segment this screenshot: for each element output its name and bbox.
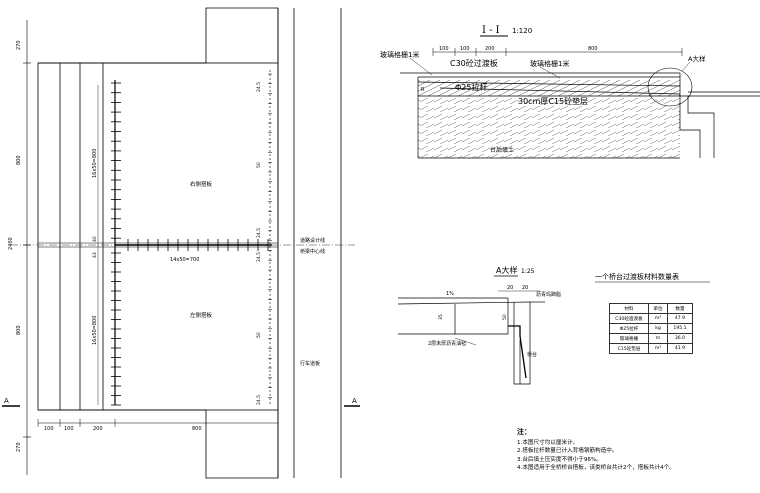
- dim-right-1: 24.5: [256, 82, 262, 92]
- right-edge-ticks: [268, 73, 272, 398]
- sec-dim-4: 800: [588, 46, 598, 52]
- cell-material: Φ25拉杆: [609, 323, 649, 334]
- dim-left-upper: 800: [16, 155, 22, 165]
- dim-40: 40: [92, 236, 98, 242]
- dim-left-lower: 800: [16, 325, 22, 335]
- label-detail-a: A大样: [688, 54, 706, 63]
- cushion-hatch: [418, 80, 680, 96]
- cell-unit: m³: [648, 313, 668, 324]
- dim-14x50: 14x50=700: [170, 257, 199, 263]
- cell-material: C30砼過渡板: [609, 313, 649, 324]
- header-quantity: 数量: [667, 303, 693, 314]
- dim-right-2: 50: [256, 162, 262, 168]
- table-row: C30砼過渡板 m³ 47.9: [609, 313, 693, 324]
- cell-quantity: 47.9: [667, 313, 693, 324]
- section-top-dimension: [432, 48, 683, 56]
- sec-dim-3: 200: [485, 46, 495, 52]
- label-asphalt-felt: 2层未厚沥青油毡: [428, 340, 466, 347]
- note-item: 3.台后填土压实度不得小于96%。: [517, 456, 602, 463]
- dim-bottom-4: 800: [192, 426, 202, 432]
- dim-right-5: 50: [256, 332, 262, 338]
- section-scale: 1:120: [512, 27, 532, 35]
- left-dimension: [23, 20, 31, 475]
- detail-scale: 1:25: [521, 268, 535, 275]
- detail-a-circle: [647, 67, 693, 107]
- label-c30: C30砼过渡板: [450, 58, 498, 68]
- materials-table: 材料 单位 数量 C30砼過渡板 m³ 47.9 Φ25拉杆 kg 195.1 …: [609, 303, 693, 354]
- dim-right-4: 24.5: [256, 252, 262, 262]
- label-backfill: 台后填土: [490, 146, 514, 154]
- dim-16x50-lower: 16x50=800: [92, 316, 98, 345]
- label-glass-grid-left: 玻璃格栅1米: [380, 50, 419, 59]
- dim-bottom-1: 100: [44, 426, 54, 432]
- cell-quantity: 195.1: [667, 323, 693, 334]
- dim-left-top: 270: [16, 40, 22, 50]
- dim-43: 43: [92, 252, 98, 258]
- detail-outline: [397, 297, 545, 385]
- dim-bottom-3: 200: [93, 426, 103, 432]
- header-unit: 单位: [648, 303, 668, 314]
- note-item: 2.搭板拉杆数量已计入背墙钢筋构造中。: [517, 448, 618, 455]
- lane-label: 行车道板: [300, 360, 320, 367]
- dim-bottom-2: 100: [64, 426, 74, 432]
- bridge-center-line: 桥梁中心线: [300, 248, 325, 255]
- cell-unit: kg: [648, 323, 668, 334]
- section-view: I - I 1:120 100 100 200 800: [380, 25, 760, 159]
- label-asphalt-seal: 沥青玛蹄脂: [536, 291, 561, 298]
- detail-dim-1: 20: [507, 285, 513, 291]
- road-design-line: 道路设计线: [300, 237, 325, 244]
- label-r: R: [421, 87, 425, 93]
- table-row: 玻璃格栅 m 36.0: [609, 333, 693, 344]
- materials-title: 一个桥台过渡板材料数量表: [595, 272, 679, 281]
- header-material: 材料: [609, 303, 649, 314]
- dim-16x50-upper: 16x50=800: [92, 149, 98, 178]
- bottom-dimension: [37, 419, 279, 427]
- road-lines: [277, 8, 342, 478]
- section-mark-left: A: [2, 397, 20, 407]
- dim-left-total: 2400: [8, 237, 14, 250]
- label-glass-grid-right: 玻璃格栅1米: [530, 59, 569, 68]
- detail-slope: 1%: [446, 291, 454, 297]
- label-right-slab: 右侧搭板: [190, 180, 213, 188]
- detail-dim-2: 20: [522, 285, 528, 291]
- vertical-rebar-ticks: [111, 80, 121, 406]
- cell-material: C15砼垫层: [609, 343, 649, 354]
- label-rebar: Φ25拉杆: [455, 82, 487, 92]
- table-header-row: 材料 单位 数量: [609, 303, 693, 314]
- note-item: 4.本图适用于全桥桥台搭板，该类桥台共计2个，搭板共计4个。: [517, 465, 675, 472]
- detail-rebar: [508, 325, 527, 379]
- backfill-hatch: [418, 96, 680, 158]
- table-row: Φ25拉杆 kg 195.1: [609, 323, 693, 334]
- svg-text:A: A: [4, 397, 9, 405]
- dim-right-6: 24.5: [256, 395, 262, 405]
- cell-unit: m³: [648, 343, 668, 354]
- dim-right-3: 24.5: [256, 228, 262, 238]
- sec-dim-2: 100: [460, 46, 470, 52]
- section-mark-right: A: [344, 397, 360, 407]
- label-abutment: 桥台: [527, 351, 537, 358]
- cell-unit: m: [648, 333, 668, 344]
- detail-view: A大样 1:25 20 20 35 50 1% 沥青玛蹄脂 2层未厚沥青油毡 桥…: [397, 265, 561, 385]
- section-title: I - I: [482, 25, 500, 36]
- notes-block: 注： 1.本图尺寸均以厘米计。 2.搭板拉杆数量已计入背墙钢筋构造中。 3.台后…: [517, 428, 675, 473]
- horizontal-rebar-ticks: [115, 239, 272, 251]
- notes-heading: 注：: [517, 428, 531, 436]
- label-c15: 30cm厚C15砼垫层: [518, 96, 588, 106]
- plan-view: 270 800 2400 800 270 16x: [2, 7, 360, 479]
- detail-dim-3: 35: [438, 314, 444, 320]
- note-item: 1.本图尺寸均以厘米计。: [517, 439, 579, 446]
- cell-quantity: 41.9: [667, 343, 693, 354]
- dim-left-bottom: 270: [16, 442, 22, 452]
- section-outline: [400, 72, 760, 159]
- detail-dim-4: 50: [502, 314, 508, 320]
- table-row: C15砼垫层 m³ 41.9: [609, 343, 693, 354]
- sec-dim-1: 100: [439, 46, 449, 52]
- cell-material: 玻璃格栅: [609, 333, 649, 344]
- detail-title: A大样: [496, 265, 517, 275]
- cell-quantity: 36.0: [667, 333, 693, 344]
- svg-text:A: A: [352, 397, 357, 405]
- label-left-slab: 左侧搭板: [190, 311, 213, 319]
